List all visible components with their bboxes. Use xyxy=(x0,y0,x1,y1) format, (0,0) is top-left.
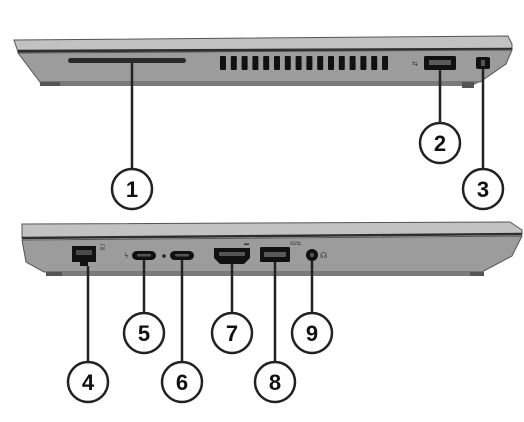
usb-c-icon: ϟ xyxy=(124,252,129,260)
callout-number-3: 3 xyxy=(477,177,489,202)
right-base-shadow xyxy=(40,82,480,86)
usb-a-icon: ss⇆ xyxy=(290,240,301,247)
callout-circle-8 xyxy=(253,360,297,404)
vent-slot xyxy=(252,56,259,70)
vent-slot xyxy=(220,56,226,70)
ethernet-port xyxy=(72,246,96,266)
callout-circle-5 xyxy=(122,311,166,355)
left-side-view: ⌸ ϟ ▬ ss⇆ ☊ xyxy=(21,221,523,276)
vent-slot xyxy=(295,56,302,70)
ethernet-icon: ⌸ xyxy=(100,243,105,252)
callout-number-2: 2 xyxy=(434,131,446,156)
right-foot-back xyxy=(462,82,474,88)
callout-circle-1 xyxy=(110,167,154,211)
vent-slot xyxy=(371,56,378,70)
callout-number-4: 4 xyxy=(82,370,95,395)
vent-slot xyxy=(382,56,388,70)
audio-jack xyxy=(306,249,318,261)
callout-circle-3 xyxy=(461,167,505,211)
left-foot-back xyxy=(470,272,484,276)
left-seam xyxy=(21,232,523,240)
callout-circle-6 xyxy=(160,360,204,404)
usb-a-port xyxy=(424,56,456,70)
callout-number-6: 6 xyxy=(176,370,188,395)
vent-slot xyxy=(349,56,356,70)
usb-c-port-2 xyxy=(170,251,194,260)
right-side-view: ⇆ xyxy=(13,35,513,88)
vent-slot xyxy=(284,56,291,70)
callout-circle-4 xyxy=(66,360,110,404)
callout-number-9: 9 xyxy=(306,321,318,346)
vent-slot xyxy=(328,56,334,70)
callout-number-8: 8 xyxy=(269,370,281,395)
callouts: 1 2 3 4 5 6 7 89 xyxy=(66,63,505,404)
vent-slot xyxy=(338,56,345,70)
vent-slot xyxy=(230,56,237,70)
callout-circle-7 xyxy=(210,311,254,355)
vent-slot xyxy=(317,56,324,70)
usb-a-icon: ⇆ xyxy=(412,61,418,68)
callout-circle-9 xyxy=(290,311,334,355)
status-led xyxy=(162,254,166,258)
vent-slot xyxy=(241,56,248,70)
callout-number-7: 7 xyxy=(226,321,238,346)
hdmi-icon: ▬ xyxy=(244,241,249,247)
headphone-icon: ☊ xyxy=(320,251,327,260)
right-foot-front xyxy=(40,82,60,86)
callout-circle-2 xyxy=(418,121,462,165)
vent-slot xyxy=(274,56,280,70)
vent-grille xyxy=(220,56,388,70)
usb-c-port-1 xyxy=(132,251,156,260)
security-lock-slot xyxy=(476,57,490,69)
vent-slot xyxy=(263,56,270,70)
right-lid xyxy=(13,35,513,53)
vent-slot xyxy=(360,56,367,70)
callout-number-1: 1 xyxy=(126,177,138,202)
left-foot-front xyxy=(46,272,62,276)
callout-number-5: 5 xyxy=(138,321,150,346)
vent-slot xyxy=(306,56,313,70)
right-seam xyxy=(17,47,513,53)
hdmi-port xyxy=(214,248,250,264)
left-base-shadow xyxy=(44,272,482,276)
left-usb-a-port xyxy=(260,247,290,262)
speaker-grille xyxy=(68,58,186,63)
